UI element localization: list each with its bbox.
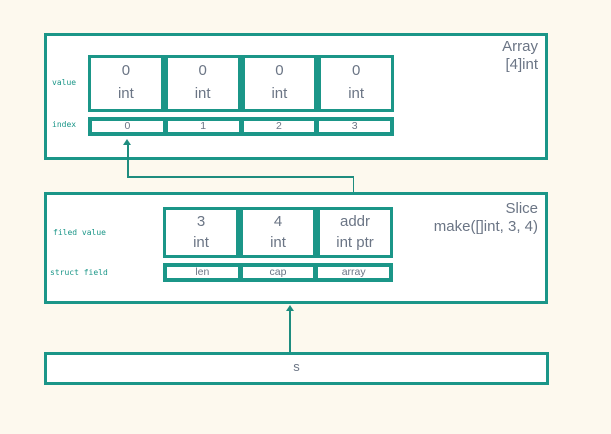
slice-cap-cell: 4 int [240, 207, 316, 258]
s-variable-label: s [293, 359, 300, 374]
cell-value: 0 [198, 62, 207, 79]
cell-value: 3 [196, 213, 206, 230]
pointer-line-vertical-right [352, 176, 354, 207]
s-pointer-line [289, 310, 291, 352]
array-index-row: 0 1 2 3 [88, 117, 394, 136]
array-index-cell-0: 0 [90, 119, 165, 134]
array-title-line2: [4]int [505, 56, 538, 73]
array-index-row-label: index [52, 120, 77, 129]
cell-value: 0 [121, 62, 131, 79]
array-value-cell-0: 0 int [88, 55, 164, 112]
array-value-cell-1: 0 int [164, 55, 241, 112]
cell-type: int [348, 85, 365, 102]
cell-value: addr [339, 213, 371, 230]
cell-type: int [193, 234, 209, 251]
array-index-cell-1: 1 [165, 119, 241, 134]
slice-field-value-row-label: filed value [53, 228, 106, 237]
s-variable-box [44, 352, 549, 385]
array-index-cell-2: 2 [241, 119, 317, 134]
array-value-row-label: value [52, 78, 77, 87]
array-value-row: 0 int 0 int 0 int 0 int [88, 55, 394, 112]
array-title: Array [4]int [388, 38, 538, 74]
slice-len-cell: 3 int [163, 207, 239, 258]
slice-struct-field-row: len cap array [163, 263, 393, 282]
slice-array-pointer-cell: addr int ptr [317, 207, 393, 258]
array-index-cell-3: 3 [317, 119, 392, 134]
cell-type: int [271, 85, 288, 102]
slice-value-row: 3 int 4 int addr int ptr [163, 207, 393, 258]
cell-type: int ptr [336, 234, 374, 251]
struct-field-cell-len: len [165, 265, 240, 280]
slice-struct-field-row-label: struct field [50, 268, 108, 277]
pointer-arrowhead-up-icon [123, 139, 131, 145]
slice-title-line2: make([]int, 3, 4) [433, 218, 538, 235]
pointer-line-vertical-left [127, 144, 129, 176]
cell-value: 4 [273, 213, 283, 230]
slice-title-line1: Slice [505, 200, 538, 217]
struct-field-cell-array: array [316, 265, 392, 280]
cell-type: int [270, 234, 286, 251]
pointer-line-horizontal [127, 176, 354, 178]
array-value-cell-3: 0 int [318, 55, 394, 112]
slice-title: Slice make([]int, 3, 4) [340, 200, 538, 236]
cell-type: int [117, 85, 134, 102]
array-title-line1: Array [502, 38, 538, 55]
array-value-cell-2: 0 int [241, 55, 318, 112]
cell-type: int [194, 85, 211, 102]
cell-value: 0 [351, 62, 361, 79]
struct-field-cell-cap: cap [240, 265, 316, 280]
cell-value: 0 [275, 62, 284, 79]
s-arrowhead-up-icon [286, 305, 294, 311]
